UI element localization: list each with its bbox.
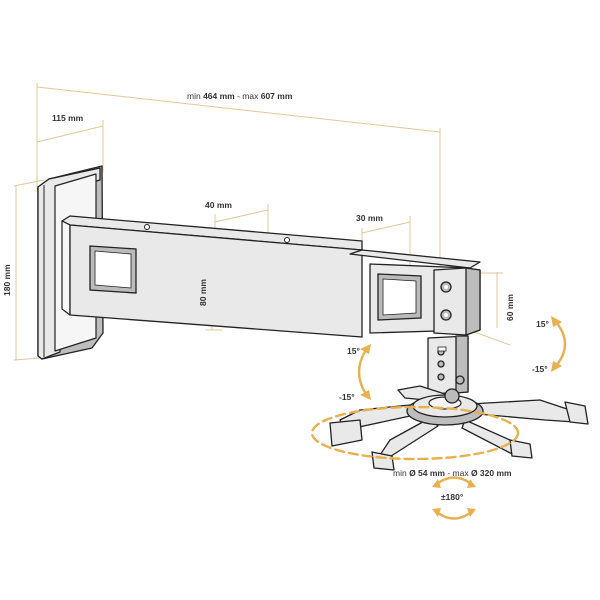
arm-height-label: 80 mm [198,279,208,306]
swivel-top-label: 15° [347,346,360,356]
vertical-post [427,335,469,395]
swivel-arrow [357,344,371,400]
arm-section-main [61,215,363,338]
end-block-height-label: 60 mm [505,294,515,321]
total-length-label: min 464 mm - max 607 mm [187,91,293,101]
end-block [433,267,481,336]
arm-segment-2-label: 30 mm [356,213,383,223]
spider-mount [329,385,589,471]
arm-segment-1-label: 40 mm [205,200,232,210]
wall-plate-depth-label: 115 mm [52,113,84,123]
tilt-arrow [551,316,567,372]
wall-plate-height-label: 180 mm [2,264,12,296]
rotation-arrow [432,476,476,520]
rotation-label: ±180° [441,492,464,502]
tilt-top-label: 15° [536,319,549,329]
swivel-bottom-label: -15° [339,392,355,402]
tilt-bottom-label: -15° [532,364,548,374]
center-screw-icon [444,388,460,404]
rotation-range-ellipse [310,405,520,461]
mount-diameter-label: min Ø 54 mm - max Ø 320 mm [393,468,512,478]
